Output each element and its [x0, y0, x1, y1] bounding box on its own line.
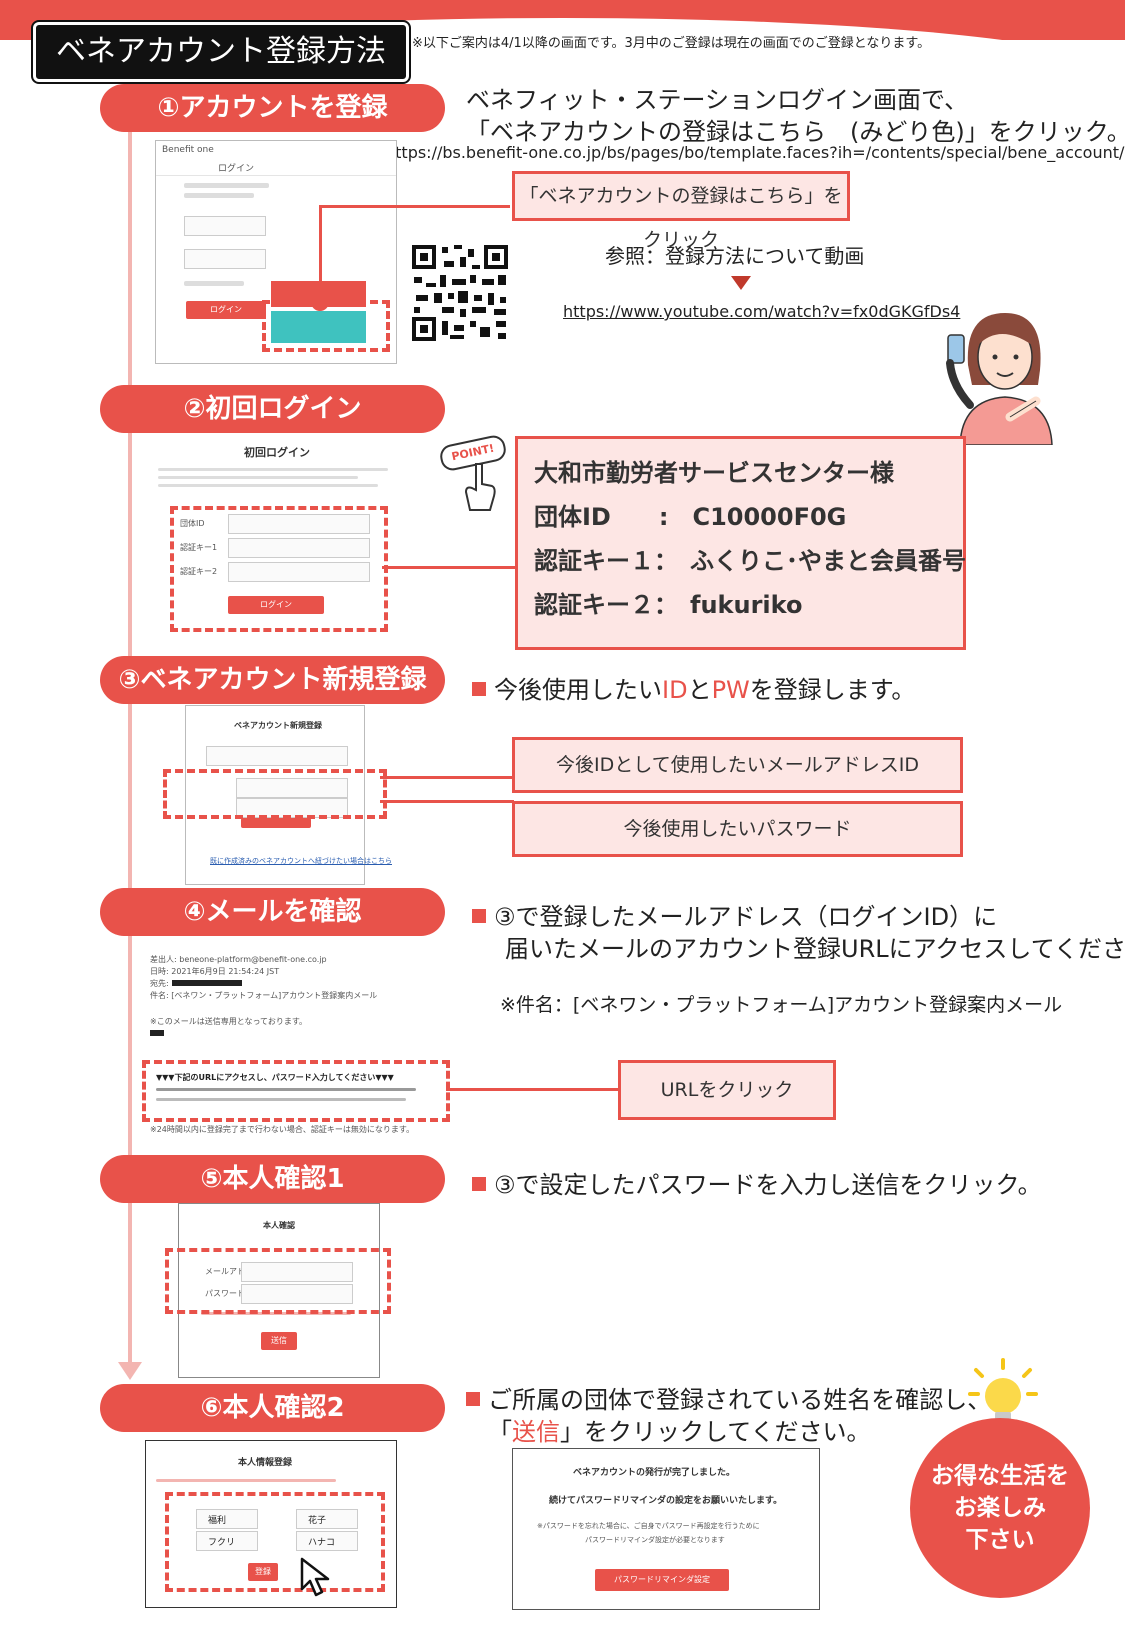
step3-connector1 — [380, 776, 514, 779]
step1-label: ①アカウントを登録 — [100, 84, 445, 132]
mock-login-button: ログイン — [186, 301, 266, 319]
step3-box-password: 今後使用したいパスワード — [512, 801, 963, 857]
mock-title: 初回ログイン — [244, 446, 310, 459]
step1-connector-dot — [311, 293, 329, 311]
step6-complete-mock: ベネアカウントの発行が完了しました。 続けてパスワードリマインダの設定をお願いい… — [512, 1448, 820, 1610]
step6-line1: ご所属の団体で登録されている姓名を確認し、 — [466, 1380, 991, 1415]
step1-url[interactable]: https://bs.benefit-one.co.jp/bs/pages/bo… — [385, 143, 1125, 162]
step4-connector — [446, 1088, 620, 1091]
step6-label: ⑥本人確認2 — [100, 1384, 445, 1432]
step2-login-mock: 初回ログイン 団体ID 認証キー1 認証キー2 ログイン — [158, 436, 398, 636]
step3-connector2 — [380, 800, 514, 803]
step4-line1: ③で登録したメールアドレス（ログインID）に — [472, 897, 997, 932]
step1-line1: ベネフィット・ステーションログイン画面で、 — [466, 86, 969, 114]
woman-with-phone-icon — [946, 313, 1053, 445]
step6-highlight — [165, 1492, 385, 1592]
mail-mock: 差出人: beneone-platform@benefit-one.co.jp … — [150, 955, 416, 1134]
step2-connector — [382, 566, 517, 569]
step3-register-mock: ベネアカウント新規登録 既に作成済みのベネアカウントへ紐づけたい場合はこちら — [185, 705, 392, 885]
page-title: ベネアカウント登録方法 — [33, 22, 409, 82]
flow-line — [128, 128, 132, 1368]
triangle-down-icon — [731, 276, 751, 290]
step4-highlight — [142, 1060, 450, 1122]
step4-subject: ※件名：[ベネワン・プラットフォーム]アカウント登録案内メール — [500, 994, 1063, 1016]
video-reference: 参照：登録方法について動画 — [605, 244, 865, 268]
step6-line2: 「送信」をクリックしてください。 — [488, 1418, 871, 1446]
step5-label: ⑤本人確認1 — [100, 1155, 445, 1203]
org-name: 大和市勤労者サービスセンター様 — [534, 459, 894, 487]
step2-label: ②初回ログイン — [100, 385, 445, 433]
closing-message: お得な生活を お楽しみ 下さい — [910, 1418, 1090, 1598]
flow-arrow — [118, 1362, 142, 1380]
video-link[interactable]: https://www.youtube.com/watch?v=fx0dGKGf… — [563, 302, 961, 321]
step4-line2: 届いたメールのアカウント登録URLにアクセスしてください。 — [505, 935, 1125, 963]
step5-text: ③で設定したパスワードを入力し送信をクリック。 — [472, 1165, 1042, 1200]
pointing-hand-icon — [464, 463, 496, 511]
step5-highlight — [165, 1248, 391, 1314]
step1-connector-h — [320, 205, 510, 208]
header-note: ※以下ご案内は4/1以降の画面です。3月中のご登録は現在の画面でのご登録となりま… — [412, 36, 931, 51]
group-info-box: 大和市勤労者サービスセンター様 団体ID : C10000F0G 認証キー１： … — [515, 436, 966, 650]
step5-verify-mock: 本人確認 メールアドレス パスワード 送信 — [178, 1203, 380, 1378]
step3-box-id: 今後IDとして使用したいメールアドレスID — [512, 737, 963, 793]
step3-highlight — [163, 769, 387, 819]
step3-label: ③ベネアカウント新規登録 — [100, 656, 445, 704]
cursor-icon — [300, 1557, 330, 1597]
step2-highlight — [170, 506, 388, 632]
step1-connector-v — [319, 205, 322, 301]
mock-brand: Benefit one — [162, 145, 214, 155]
mock-title: ログイン — [218, 164, 255, 174]
group-id-value: C10000F0G — [692, 503, 847, 531]
step4-label: ④メールを確認 — [100, 888, 445, 936]
step1-callout: 「ベネアカウントの登録はこちら」をクリック — [512, 171, 850, 251]
step1-line2: 「ベネアカウントの登録はこちら (みどり色)」をクリック。 — [466, 118, 1125, 146]
step4-url-box: URLをクリック — [618, 1060, 836, 1120]
qr-code-icon[interactable] — [410, 243, 510, 343]
step3-text: 今後使用したいIDとPWを登録します。 — [472, 670, 915, 705]
step1-login-mock: Benefit one ログイン ログイン — [155, 140, 397, 364]
step6-name-mock: 本人情報登録 福利 花子 フクリ ハナコ 登録 — [145, 1440, 397, 1608]
key2-value: fukuriko — [690, 591, 803, 619]
key1-value: ふくりこ･やまと会員番号 — [690, 547, 966, 575]
